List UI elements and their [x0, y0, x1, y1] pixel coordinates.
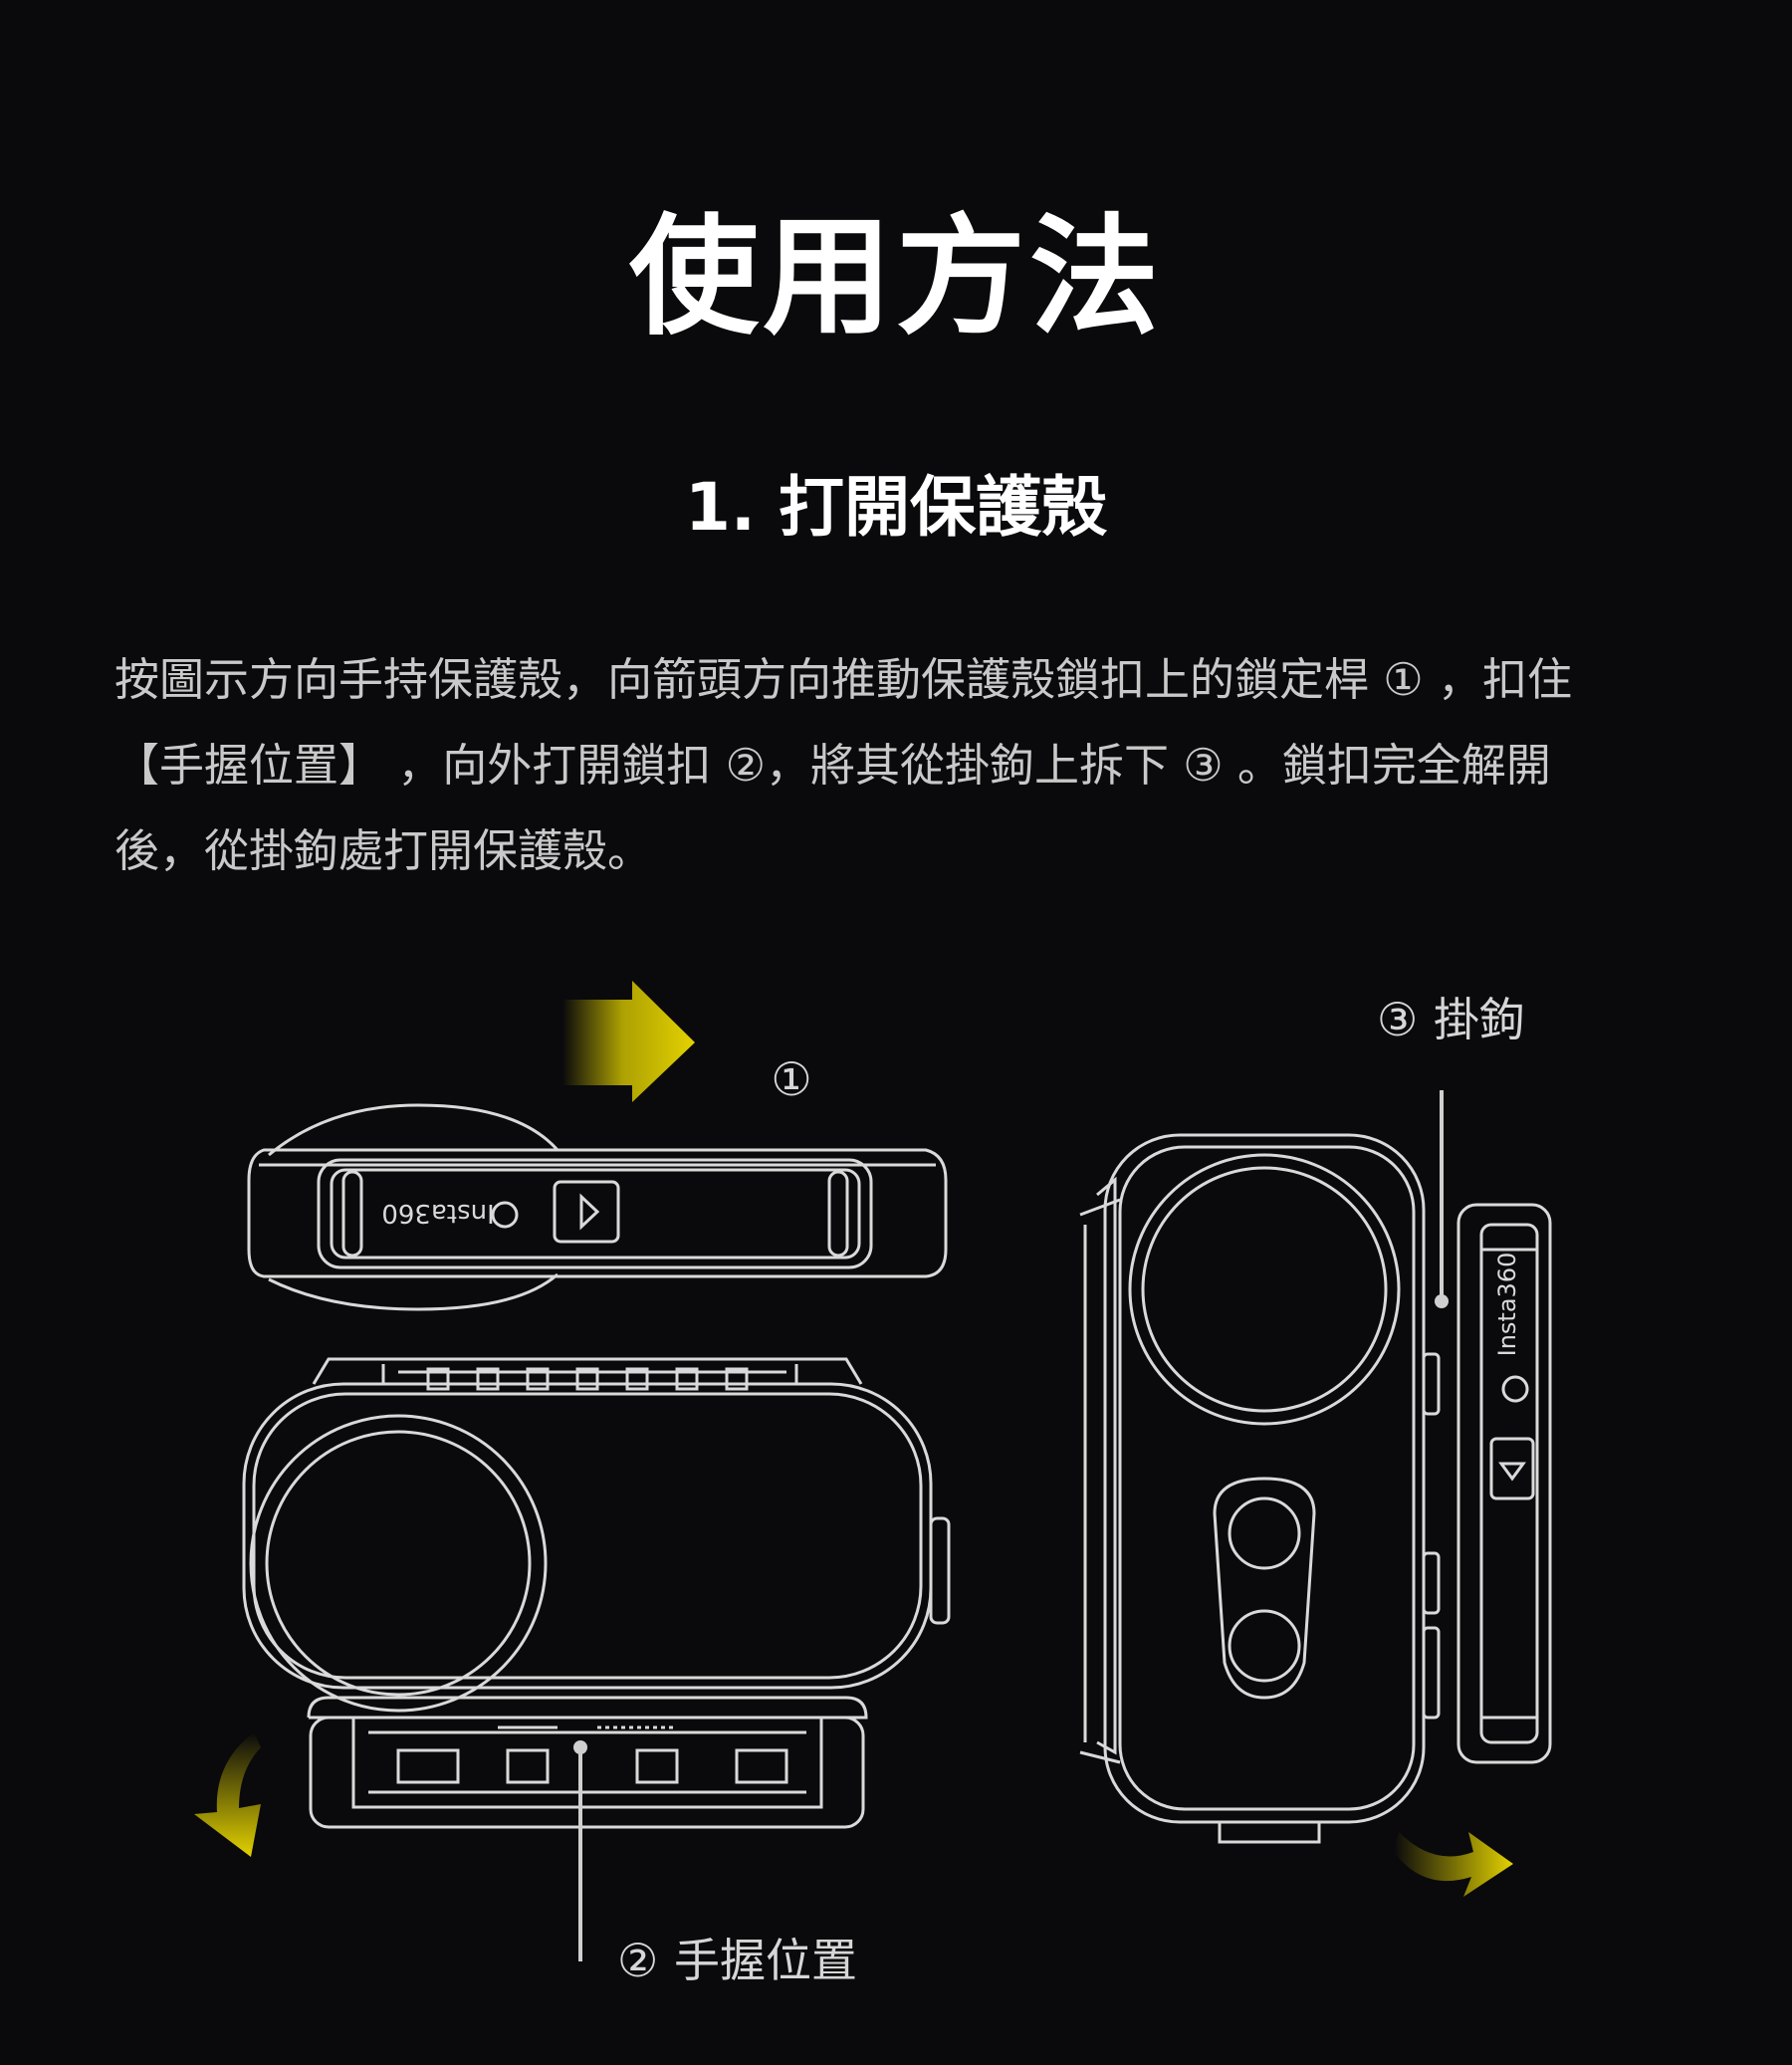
instruction-line: 後，從掛鉤處打開保護殼。 — [114, 824, 653, 877]
case-open-view — [242, 1357, 951, 1829]
rotate-down-arrow-icon — [194, 1732, 261, 1857]
lock-lever-callout: ① — [771, 1052, 811, 1106]
brand-logo-side: Insta360 — [1493, 1253, 1521, 1357]
hook-callout-number: ③ — [1377, 993, 1418, 1046]
case-top-view: Insta360 — [247, 1103, 948, 1311]
case-side-view: Insta360 — [1079, 1133, 1552, 1844]
instruction-line: 【手握位置】 ，向外打開鎖扣 ②，將其從掛鉤上拆下 ③ 。鎖扣完全解開 — [114, 739, 1551, 792]
instructions-paragraph: 按圖示方向手持保護殼，向箭頭方向推動保護殼鎖扣上的鎖定桿 ① ，扣住 【手握位置… — [114, 637, 1687, 894]
grip-callout-number: ② — [617, 1934, 658, 1987]
hook-callout-label: 掛鉤 — [1434, 993, 1525, 1046]
instruction-line: 按圖示方向手持保護殼，向箭頭方向推動保護殼鎖扣上的鎖定桿 ① ，扣住 — [114, 653, 1572, 706]
push-arrow-icon — [562, 981, 695, 1102]
brand-logo: Insta360 — [381, 1198, 494, 1228]
hook-callout: ③ 掛鉤 — [1377, 993, 1525, 1308]
rotate-right-arrow-icon — [1394, 1832, 1513, 1897]
grip-callout-label: 手握位置 — [674, 1934, 857, 1987]
page-title: 使用方法 — [628, 201, 1163, 352]
section-title: 1. 打開保護殼 — [685, 469, 1107, 546]
case-opening-illustration: ① Insta360 — [0, 976, 1792, 1991]
grip-position-callout: ② 手握位置 — [573, 1740, 857, 1987]
lock-lever-callout-number: ① — [771, 1052, 811, 1106]
